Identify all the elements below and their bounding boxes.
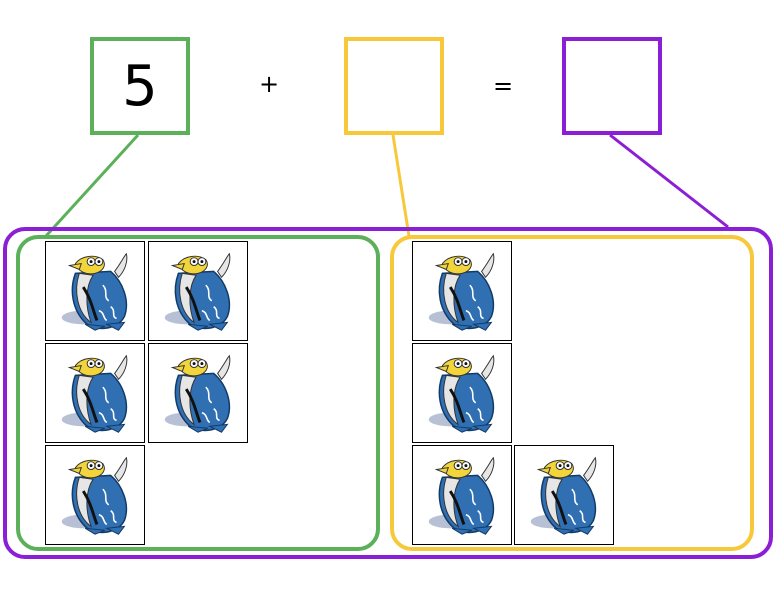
- right-penguin-card: [412, 241, 512, 341]
- penguin-icon: [61, 354, 128, 433]
- penguin-icon: [530, 456, 597, 535]
- left-penguin-card: [45, 445, 145, 545]
- left-penguin-card: [148, 241, 248, 341]
- connector-purple: [609, 133, 729, 229]
- connector-green: [44, 133, 140, 238]
- addend-one-value: 5: [122, 53, 158, 119]
- addend-two-box[interactable]: [344, 37, 444, 135]
- left-penguin-card: [45, 241, 145, 341]
- penguin-icon: [61, 456, 128, 535]
- addend-one-box: 5: [90, 37, 190, 135]
- plus-sign: +: [258, 70, 280, 98]
- total-group-box: [3, 227, 773, 559]
- left-penguin-card: [45, 343, 145, 443]
- penguin-icon: [428, 252, 495, 331]
- right-penguin-card: [412, 343, 512, 443]
- left-penguin-card: [148, 343, 248, 443]
- left-group-box: [16, 235, 380, 551]
- penguin-icon: [164, 354, 231, 433]
- right-group-box: [390, 235, 754, 551]
- equals-sign: =: [492, 72, 514, 100]
- connector-yellow: [391, 134, 411, 237]
- right-penguin-card: [514, 445, 614, 545]
- right-penguin-card: [412, 445, 512, 545]
- penguin-icon: [428, 354, 495, 433]
- sum-box[interactable]: [562, 37, 662, 135]
- penguin-icon: [164, 252, 231, 331]
- penguin-icon: [61, 252, 128, 331]
- penguin-icon: [428, 456, 495, 535]
